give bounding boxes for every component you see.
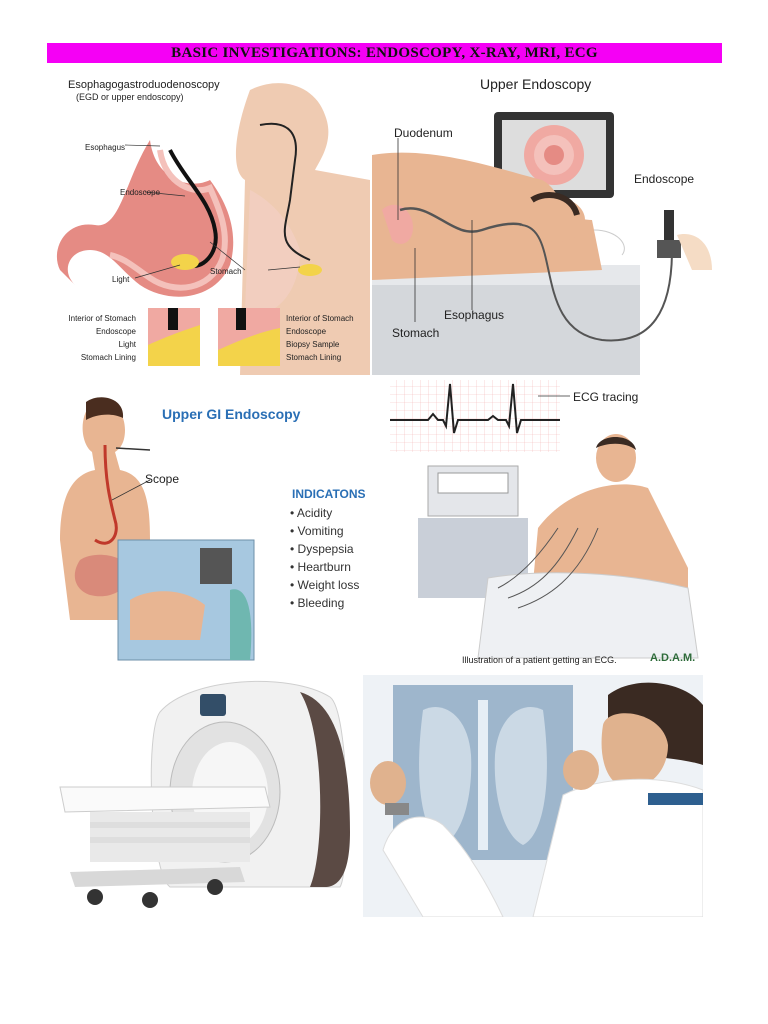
ecg-drawing (390, 380, 699, 659)
inset-left-label: Light (118, 340, 136, 349)
label-duodenum: Duodenum (394, 126, 453, 140)
egd-label-light: Light (112, 275, 130, 284)
mri-scanner-drawing (59, 680, 350, 908)
egd-label-esophagus: Esophagus (85, 143, 126, 152)
inset-left-label: Stomach Lining (80, 353, 136, 362)
label-stomach: Stomach (392, 326, 440, 340)
label-endoscope: Endoscope (634, 172, 695, 186)
gi-title: Upper GI Endoscopy (162, 406, 301, 422)
ecg-tracing-label: ECG tracing (573, 390, 639, 404)
inset-left-label: Interior of Stomach (68, 314, 136, 323)
upper-endoscopy-drawing (372, 112, 712, 375)
gi-scope-label: Scope (145, 472, 180, 486)
adam-logo: A.D.A.M. (650, 652, 696, 664)
inset-right-label: Interior of Stomach (286, 314, 354, 323)
xray-photo (363, 675, 703, 917)
upper-endoscopy-title: Upper Endoscopy (480, 76, 592, 92)
mri-scanner-photo (50, 672, 360, 914)
indications-list: • Acidity • Vomiting • Dyspepsia • Heart… (290, 504, 359, 612)
page-banner: BASIC INVESTIGATIONS: ENDOSCOPY, X-RAY, … (47, 43, 722, 63)
inset-left-label: Endoscope (95, 327, 136, 336)
label-esophagus: Esophagus (444, 308, 505, 322)
inset-right-label: Endoscope (286, 327, 327, 336)
indications-title: INDICATONS (292, 487, 366, 501)
xray-drawing (363, 675, 703, 917)
egd-inset-left-labels: Interior of Stomach Endoscope Light Stom… (54, 312, 136, 364)
list-item: • Vomiting (290, 524, 344, 538)
ecg-caption: Illustration of a patient getting an ECG… (462, 655, 617, 665)
egd-illustration: Esophagogastroduodenoscopy (EGD or upper… (50, 70, 370, 375)
egd-inset-right-labels: Interior of Stomach Endoscope Biopsy Sam… (286, 312, 354, 364)
list-item: • Bleeding (290, 596, 345, 610)
inset-right-label: Stomach Lining (286, 353, 342, 362)
list-item: • Acidity (290, 506, 333, 520)
upper-endoscopy-illustration: Upper Endoscopy Duodenum Endoscope Esoph… (372, 70, 712, 375)
upper-gi-drawing (60, 397, 255, 661)
ecg-illustration: ECG tracing Illustration of a patient ge… (388, 378, 720, 670)
list-item: • Dyspepsia (290, 542, 354, 556)
page-title: BASIC INVESTIGATIONS: ENDOSCOPY, X-RAY, … (171, 44, 598, 61)
egd-subtitle: (EGD or upper endoscopy) (76, 92, 184, 102)
egd-drawing (56, 83, 370, 375)
list-item: • Weight loss (290, 578, 360, 592)
egd-label-stomach: Stomach (210, 267, 242, 276)
egd-title: Esophagogastroduodenoscopy (68, 79, 220, 91)
egd-label-endoscope: Endoscope (120, 188, 161, 197)
list-item: • Heartburn (290, 560, 351, 574)
upper-gi-endoscopy-illustration: Upper GI Endoscopy Scope INDICATONS • Ac… (50, 390, 370, 662)
inset-right-label: Biopsy Sample (286, 340, 340, 349)
